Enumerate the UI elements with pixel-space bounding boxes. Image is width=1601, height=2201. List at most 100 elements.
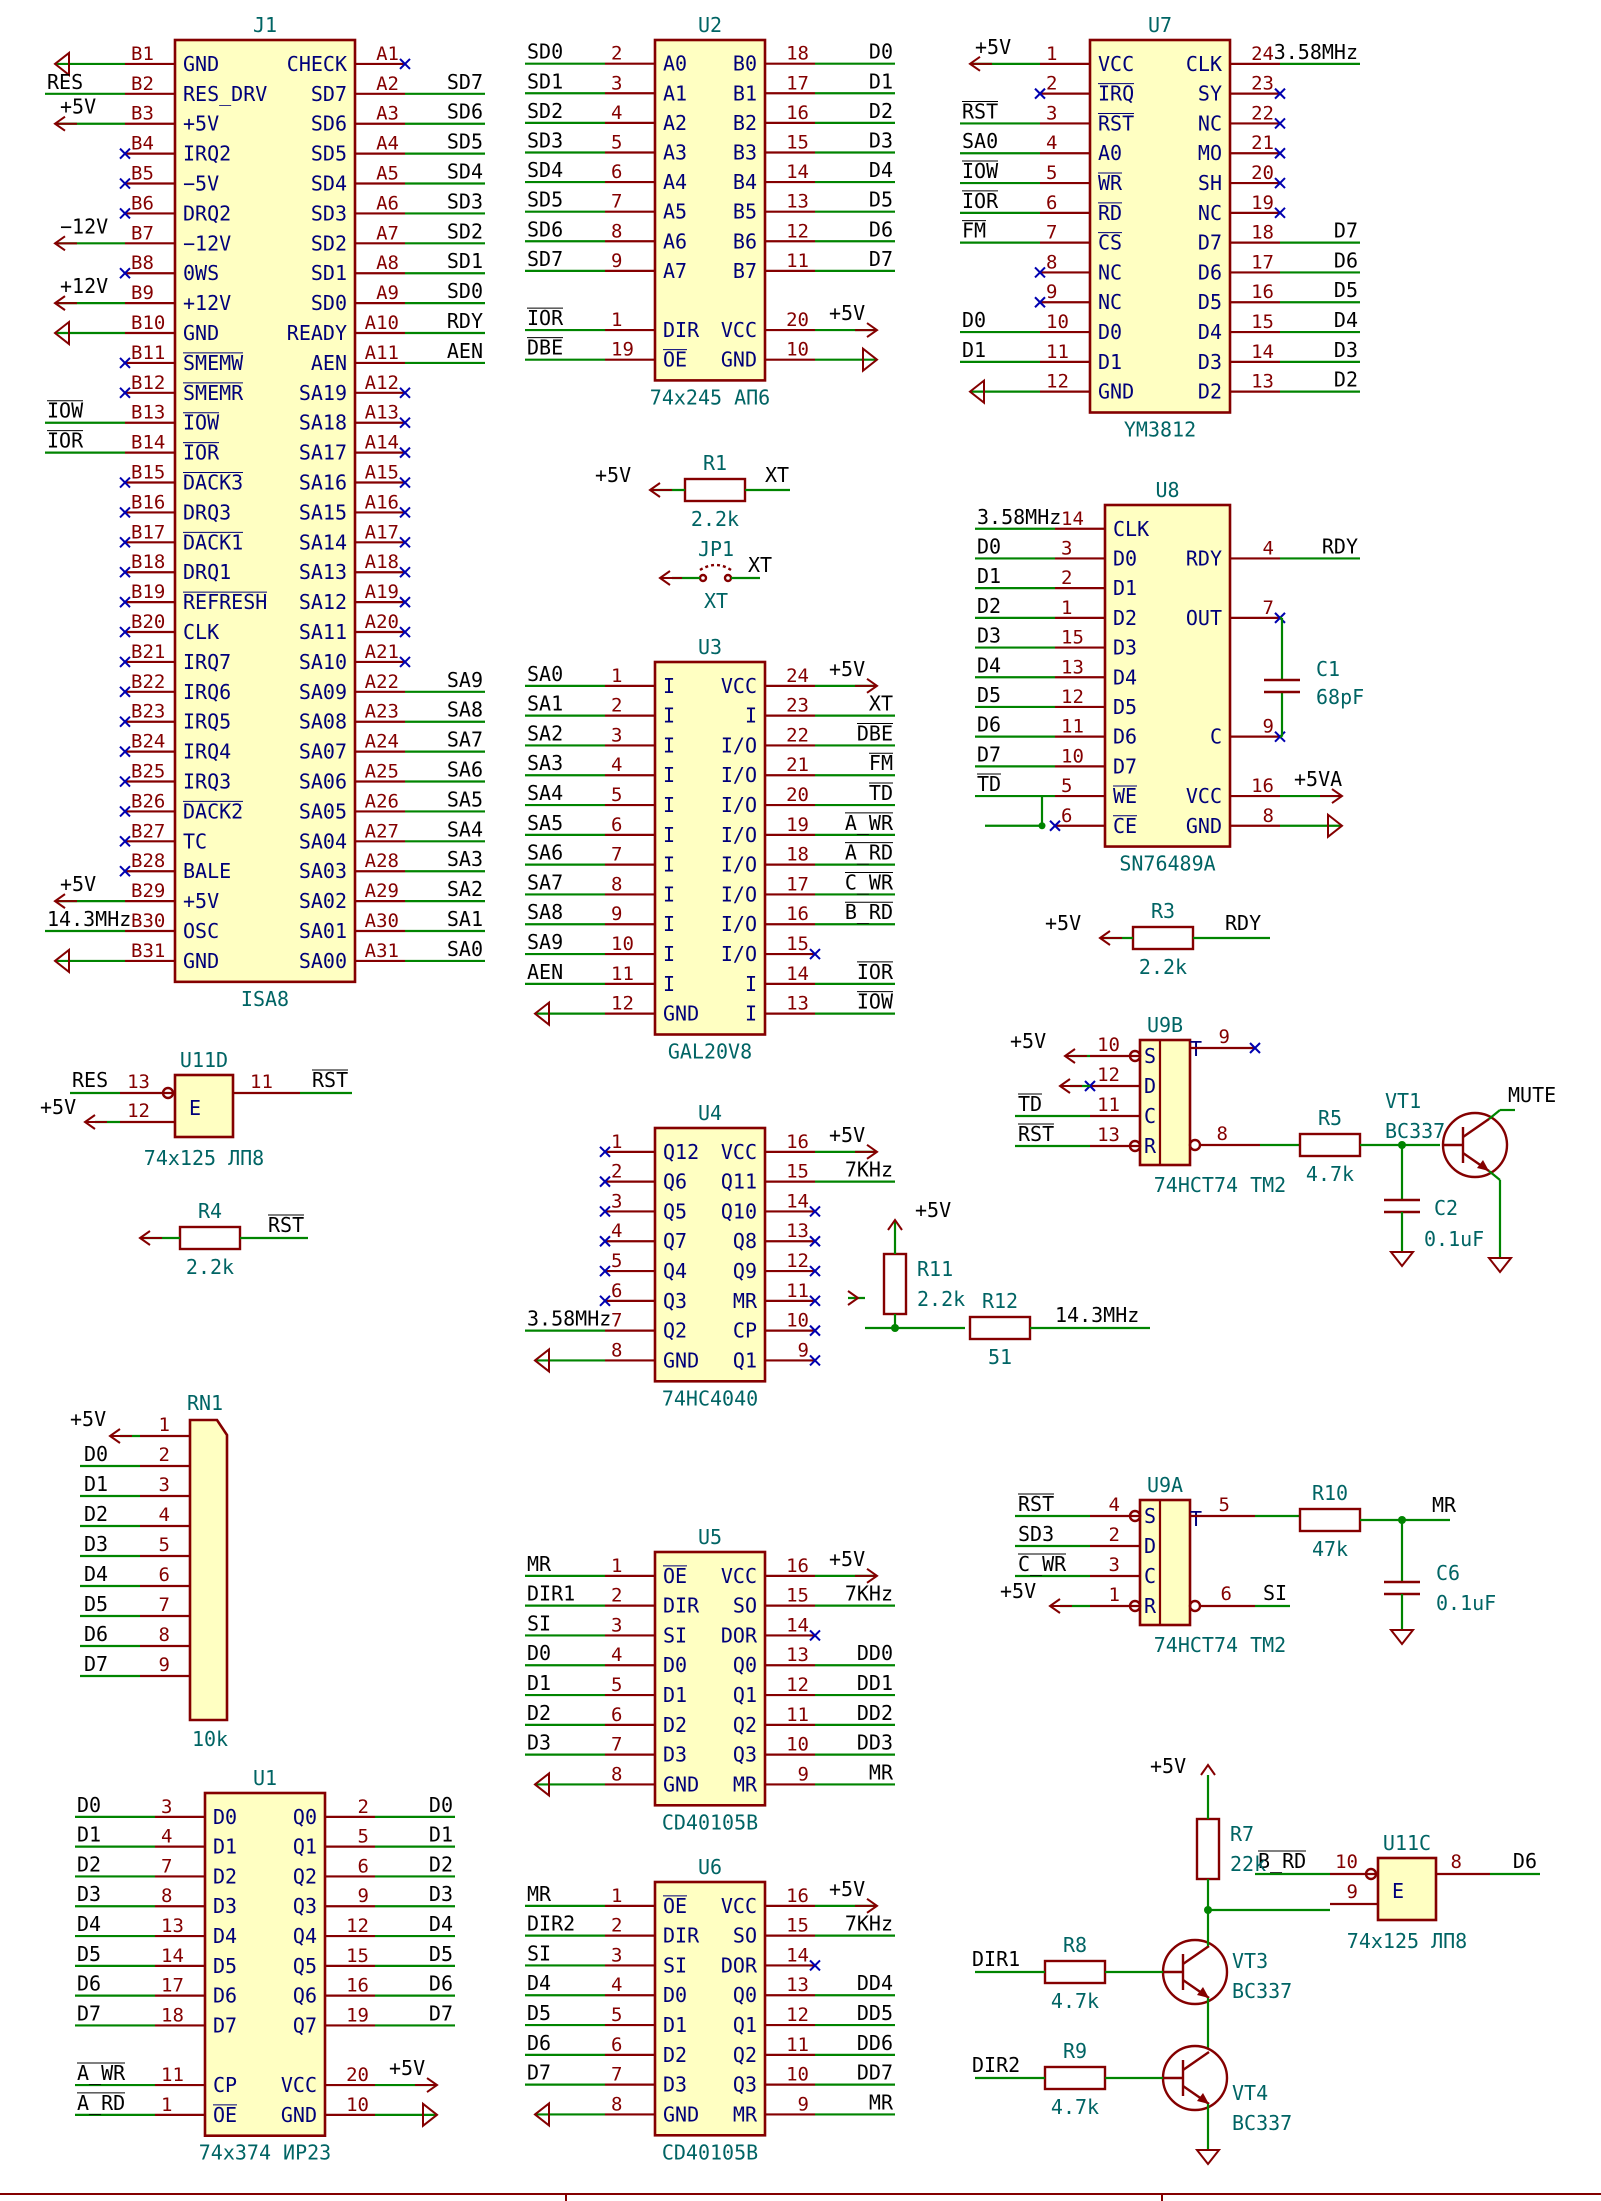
net-label: D5	[1334, 278, 1358, 302]
net-label: D5	[429, 1942, 453, 1966]
no-connect-mark	[599, 1265, 611, 1277]
net-label: D2	[429, 1852, 453, 1876]
pin-number: 8	[611, 220, 622, 242]
pin-name: RST	[1098, 111, 1134, 135]
part-value: 74HCT74 ТМ2	[1154, 1633, 1286, 1657]
ref-designator: U7	[1148, 13, 1172, 37]
pin-name: Q0	[733, 1653, 757, 1677]
pin-number: 3	[1046, 102, 1057, 124]
pin-name: SH	[1198, 171, 1222, 195]
no-connect-mark	[809, 1629, 821, 1642]
pin-name: AEN	[311, 351, 347, 375]
pin-name: D3	[663, 1743, 687, 1767]
pin-number: A26	[365, 790, 399, 812]
pin-number: 12	[786, 1674, 809, 1696]
net-label: D5	[77, 1942, 101, 1966]
ref-designator: R4	[198, 1199, 222, 1223]
net-label: IOW	[857, 990, 894, 1014]
ground-symbol	[53, 50, 70, 77]
net-label: D7	[1334, 219, 1358, 243]
pin-number: 6	[611, 161, 622, 183]
pin-number: B24	[131, 731, 165, 753]
ic-body-u5	[653, 1550, 767, 1807]
no-connect-mark	[399, 596, 411, 608]
net-label: D3	[977, 624, 1001, 648]
part-value: 22k	[1230, 1852, 1266, 1876]
pin-number: 12	[786, 220, 809, 242]
ref-designator: U4	[698, 1101, 722, 1125]
net-label: C_WR	[1018, 1552, 1067, 1576]
pin-name: Q1	[733, 1348, 757, 1372]
ground-symbol	[968, 378, 985, 405]
pin-number: 20	[786, 309, 809, 331]
pin-number: 6	[611, 1704, 622, 1726]
no-connect-mark	[119, 775, 131, 788]
pin-name: B0	[733, 52, 757, 76]
pin-number: 19	[346, 2004, 369, 2026]
ref-designator: U5	[698, 1525, 722, 1549]
net-label: D2	[869, 99, 893, 123]
ground-symbol	[533, 1000, 550, 1027]
pin-number: A18	[365, 551, 399, 573]
pin-number: B18	[131, 551, 165, 573]
no-connect-mark	[1034, 266, 1046, 279]
pin-name: Q8	[733, 1229, 757, 1253]
wire	[1488, 1109, 1501, 1120]
ground-symbol	[53, 947, 70, 974]
pin-name: DIR	[663, 1594, 700, 1618]
net-label: SA3	[527, 751, 563, 775]
net-label: SI	[1263, 1581, 1287, 1605]
pin-name: I/O	[721, 912, 757, 936]
pin-number: 16	[786, 1555, 809, 1577]
pin-name: D4	[1198, 320, 1222, 344]
pin-number: A30	[365, 910, 399, 932]
pin-number: A8	[376, 252, 399, 274]
pin-name: OUT	[1186, 606, 1222, 630]
pin-number: 20	[346, 2064, 369, 2086]
net-label: DBE	[857, 721, 893, 745]
pin-number: 17	[786, 72, 809, 94]
net-label: RDY	[1225, 911, 1261, 935]
pin-number: 3	[611, 72, 622, 94]
pin-number: 13	[127, 1071, 150, 1093]
ic-body-u3	[653, 660, 767, 1036]
pin-name: DRQ1	[183, 560, 231, 584]
pin-number: 5	[1219, 1494, 1230, 1516]
pin-number: B5	[131, 163, 154, 185]
pin-name: NC	[1198, 111, 1222, 135]
pin-number: A10	[365, 312, 399, 334]
pin-number: 11	[786, 250, 809, 272]
pin-name: D	[1144, 1074, 1156, 1098]
pin-name: GND	[183, 949, 219, 973]
pin-number: 14	[786, 963, 809, 985]
part-value: GAL20V8	[668, 1040, 752, 1064]
pin-name: SA19	[299, 381, 347, 405]
flipflop-u9b	[1138, 1038, 1192, 1167]
pin-number: 18	[786, 43, 809, 65]
net-label: D0	[429, 1793, 453, 1817]
pin-number: 7	[161, 1855, 172, 1877]
pin-name: I	[663, 972, 675, 996]
net-label: SD1	[447, 249, 483, 273]
pin-number: 1	[161, 2094, 172, 2116]
pin-number: 2	[1046, 73, 1057, 95]
pin-number: 18	[161, 2004, 184, 2026]
net-label: SA4	[447, 817, 483, 841]
pin-number: B13	[131, 402, 165, 424]
pin-name: IOR	[183, 441, 220, 465]
ref-designator: U2	[698, 13, 722, 37]
net-label: SA7	[527, 870, 563, 894]
part-value: 4.7k	[1051, 2095, 1099, 2119]
no-connect-mark	[119, 835, 131, 848]
pin-number: 20	[786, 784, 809, 806]
jumper-jp1	[699, 563, 732, 572]
pin-name: D4	[213, 1924, 237, 1948]
pin-name: GND	[183, 321, 219, 345]
pin-name: SD3	[311, 201, 347, 225]
pin-number: 7	[611, 844, 622, 866]
net-label: SA6	[527, 841, 563, 865]
inversion-bubble	[1128, 1139, 1142, 1153]
part-value: 74x245 АП6	[650, 385, 770, 409]
pin-number: A14	[365, 432, 399, 454]
no-connect-mark	[399, 506, 411, 519]
